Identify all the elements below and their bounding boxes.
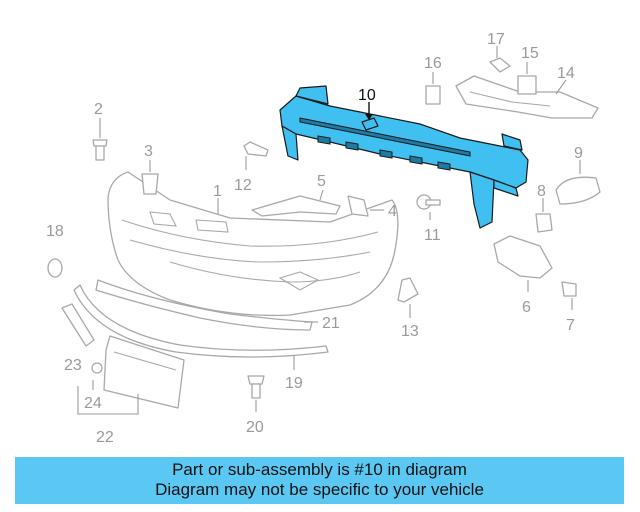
license-bracket — [103, 335, 185, 409]
bolt-11 — [416, 194, 441, 220]
callout-19: 19 — [285, 375, 303, 392]
leader-lines — [77, 198, 318, 415]
bumper-cover — [107, 171, 399, 317]
callout-16: 16 — [424, 55, 442, 72]
callout-10: 10 — [358, 87, 376, 104]
callout-13: 13 — [401, 323, 419, 340]
callout-20: 20 — [246, 419, 264, 436]
tow-eye — [61, 303, 103, 374]
bracket-6 — [493, 235, 553, 292]
callout-9: 9 — [574, 145, 583, 162]
parts-diagram: 1 2 3 4 5 6 7 8 9 10 11 12 13 14 15 16 1… — [46, 31, 601, 446]
callout-12: 12 — [234, 177, 252, 194]
callout-18: 18 — [46, 223, 64, 240]
bracket-14 — [455, 75, 599, 119]
info-banner: Part or sub-assembly is #10 in diagram D… — [15, 457, 624, 504]
callout-1: 1 — [213, 183, 222, 200]
callout-24: 24 — [84, 395, 102, 412]
callout-15: 15 — [521, 45, 539, 62]
callout-5: 5 — [317, 173, 326, 190]
callout-17: 17 — [487, 31, 505, 48]
screw-2 — [92, 118, 108, 161]
screw-7 — [561, 281, 577, 310]
bracket-9 — [555, 160, 601, 205]
callout-14: 14 — [557, 65, 575, 82]
nut-4 — [347, 195, 384, 217]
callout-7: 7 — [566, 317, 575, 334]
lower-spoiler — [95, 279, 313, 331]
callout-22: 22 — [96, 429, 114, 446]
callout-23: 23 — [64, 357, 82, 374]
clip-18 — [47, 258, 63, 278]
callout-3: 3 — [144, 143, 153, 160]
screw-17 — [489, 46, 511, 73]
callout-8: 8 — [537, 183, 546, 200]
bracket-13 — [397, 277, 419, 318]
nut-15 — [517, 62, 537, 95]
clip-3 — [141, 160, 159, 195]
callout-2: 2 — [94, 101, 103, 118]
callout-4: 4 — [388, 203, 397, 220]
banner-line-1: Part or sub-assembly is #10 in diagram — [172, 460, 467, 479]
callout-6: 6 — [522, 299, 531, 316]
clip-8 — [535, 198, 553, 233]
impact-bar-part-10 — [279, 85, 529, 229]
bracket-5 — [251, 189, 341, 217]
screw-12 — [243, 141, 269, 170]
bolt-16 — [425, 72, 441, 105]
callout-labels: 1 2 3 4 5 6 7 8 9 10 11 12 13 14 15 16 1… — [46, 31, 583, 446]
callout-11: 11 — [424, 227, 441, 244]
callout-21: 21 — [322, 315, 340, 332]
banner-line-2: Diagram may not be specific to your vehi… — [155, 480, 484, 499]
lower-trim — [73, 284, 329, 358]
bolt-20 — [247, 375, 265, 412]
